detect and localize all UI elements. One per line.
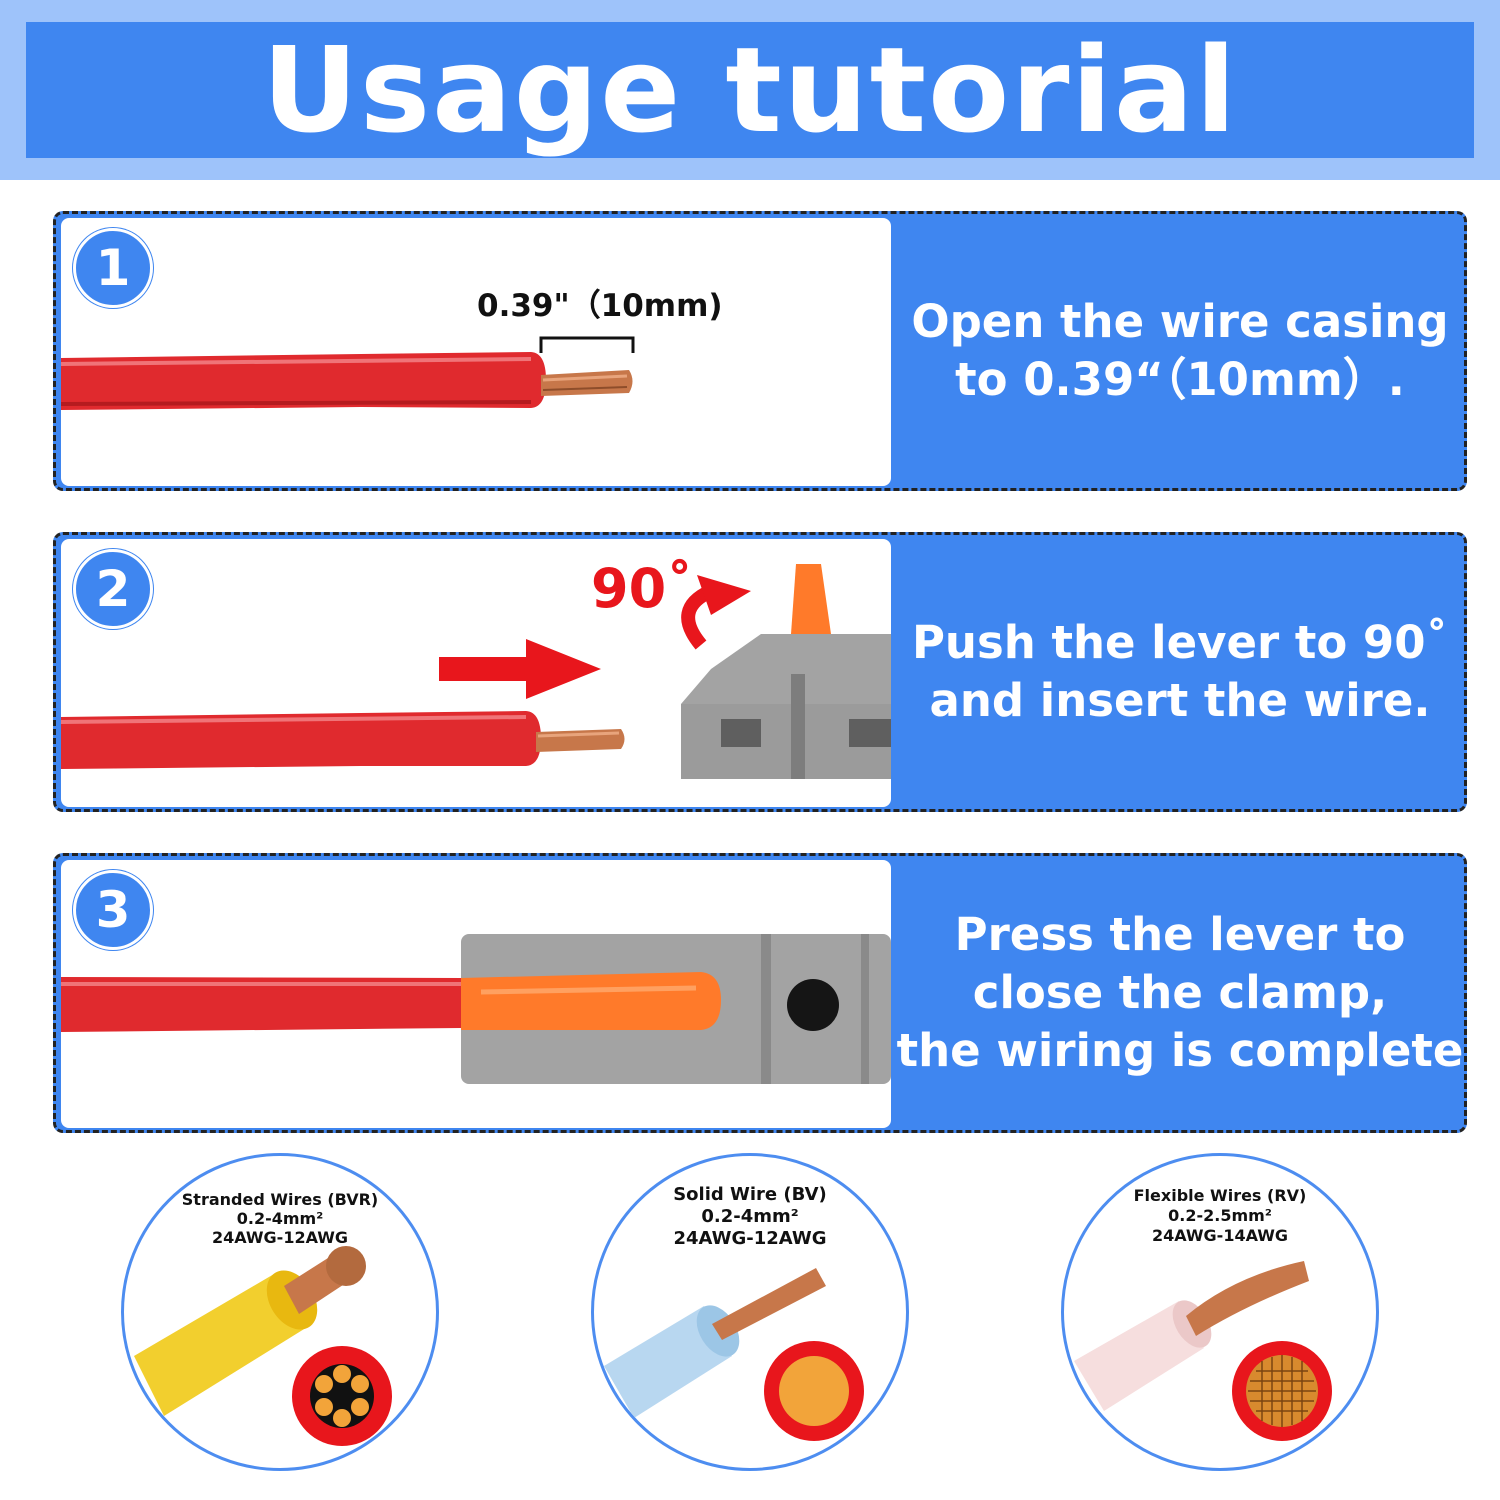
solid-wire-area: 0.2-4mm² bbox=[701, 1206, 799, 1227]
header-band: Usage tutorial bbox=[0, 0, 1500, 180]
step-2-panel: 2 90˚ Push the lever to 90˚ and insert t… bbox=[53, 532, 1467, 812]
stripped-wire-illustration bbox=[61, 336, 635, 410]
flexible-wire-illustration bbox=[1074, 1261, 1332, 1441]
solid-wire-card: Solid Wire (BV) 0.2-4mm² 24AWG-12AWG bbox=[591, 1153, 909, 1471]
step-1-instruction: Open the wire casing to 0.39“（10mm）. bbox=[911, 295, 1449, 406]
insert-wire-illustration bbox=[61, 564, 891, 779]
page-title: Usage tutorial bbox=[262, 21, 1238, 159]
flexible-wire-area: 0.2-2.5mm² bbox=[1168, 1206, 1272, 1225]
strip-length-label: 0.39"（10mm) bbox=[477, 288, 723, 324]
wire-port-icon bbox=[787, 979, 839, 1031]
push-arrow-icon bbox=[439, 639, 601, 699]
step-1-panel: 1 0.39"（10mm) Open the wire casing to 0.… bbox=[53, 211, 1467, 491]
flexible-wire-name: Flexible Wires (RV) bbox=[1133, 1186, 1307, 1205]
step-2-instruction: Push the lever to 90˚ and insert the wir… bbox=[911, 616, 1449, 727]
stranded-wire-illustration bbox=[134, 1246, 392, 1446]
lever-angle-label: 90˚ bbox=[591, 557, 694, 620]
step-3-panel: 3 Press the lever to close the clamp, th… bbox=[53, 853, 1467, 1133]
stranded-wire-name: Stranded Wires (BVR) bbox=[181, 1190, 379, 1209]
step-3-image: 3 bbox=[61, 860, 891, 1128]
step-3-number-badge: 3 bbox=[73, 870, 153, 950]
step-1-number-badge: 1 bbox=[73, 228, 153, 308]
flexible-wire-card: Flexible Wires (RV) 0.2-2.5mm² 24AWG-14A… bbox=[1061, 1153, 1379, 1471]
solid-wire-name: Solid Wire (BV) bbox=[673, 1184, 827, 1205]
solid-wire-illustration bbox=[604, 1268, 864, 1441]
step-2-image: 2 90˚ bbox=[61, 539, 891, 807]
step-2-number-badge: 2 bbox=[73, 549, 153, 629]
stranded-wire-area: 0.2-4mm² bbox=[236, 1209, 324, 1228]
step-3-instruction: Press the lever to close the clamp, the … bbox=[896, 908, 1464, 1077]
step-1-image: 1 0.39"（10mm) bbox=[61, 218, 891, 486]
solid-wire-awg: 24AWG-12AWG bbox=[673, 1228, 827, 1249]
clamped-wire-illustration bbox=[61, 934, 891, 1084]
title-banner: Usage tutorial bbox=[26, 22, 1474, 158]
stranded-wire-awg: 24AWG-12AWG bbox=[211, 1228, 349, 1247]
stranded-wire-card: Stranded Wires (BVR) 0.2-4mm² 24AWG-12AW… bbox=[121, 1153, 439, 1471]
flexible-wire-awg: 24AWG-14AWG bbox=[1151, 1226, 1289, 1245]
rotate-arrow-icon bbox=[697, 575, 751, 615]
